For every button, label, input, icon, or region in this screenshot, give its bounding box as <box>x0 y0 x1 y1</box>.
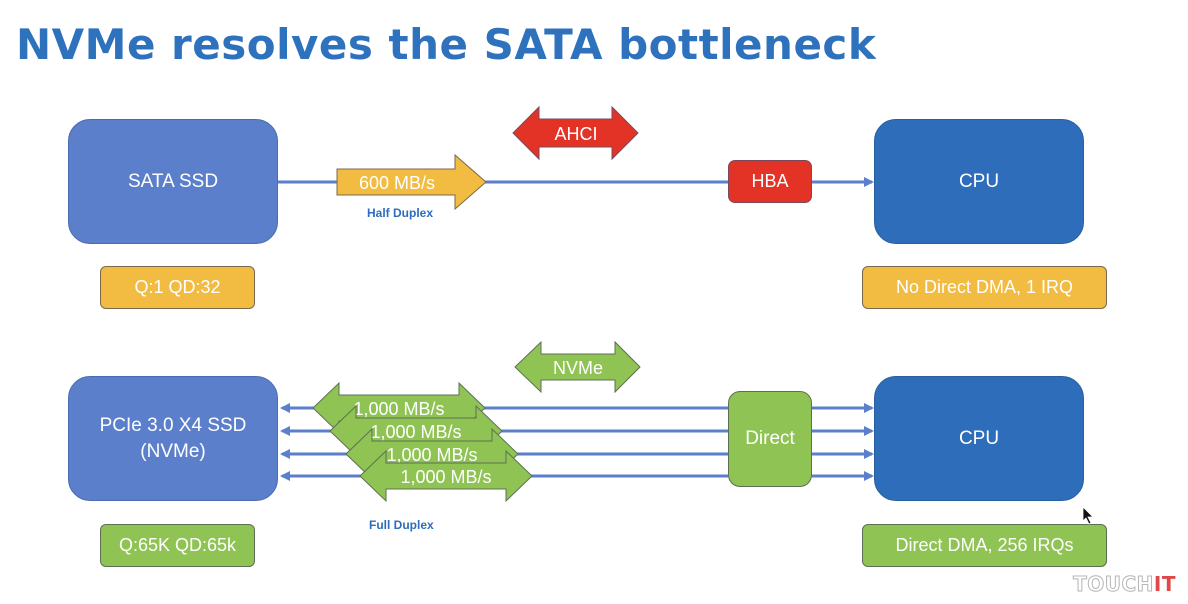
cpu-box-bottom: CPU <box>874 376 1084 501</box>
hba-label: HBA <box>751 171 789 192</box>
sata-ssd-label: SATA SSD <box>127 170 219 192</box>
sata-queue-badge: Q:1 QD:32 <box>100 266 255 309</box>
nvme-protocol-arrow: NVMe <box>514 340 641 394</box>
half-duplex-label: Half Duplex <box>367 206 434 220</box>
cpu-box-top: CPU <box>874 119 1084 244</box>
lane-bandwidth-label: 1,000 MB/s <box>386 445 477 465</box>
cpu-label-top: CPU <box>958 170 1000 192</box>
nvme-ssd-label-line2: (NVMe) <box>140 440 206 462</box>
cpu-dma-badge-top: No Direct DMA, 1 IRQ <box>862 266 1107 309</box>
lane-bandwidth-label: 1,000 MB/s <box>353 399 444 419</box>
hba-box: HBA <box>728 160 812 203</box>
sata-ssd-box: SATA SSD <box>68 119 278 244</box>
nvme-queue-badge: Q:65K QD:65k <box>100 524 255 567</box>
mouse-cursor-icon <box>1082 506 1094 525</box>
sata-bandwidth-label: 600 MB/s <box>359 173 435 193</box>
cpu-dma-badge-bottom: Direct DMA, 256 IRQs <box>862 524 1107 567</box>
cpu-dma-label-bottom: Direct DMA, 256 IRQs <box>895 535 1074 556</box>
nvme-queue-label: Q:65K QD:65k <box>118 535 237 556</box>
lane-arrow-shape <box>359 449 533 503</box>
sata-bandwidth-arrow: 600 MB/s <box>336 153 487 211</box>
direct-box: Direct <box>728 391 812 487</box>
lane-bandwidth-label: 1,000 MB/s <box>370 422 461 442</box>
lane-bandwidth-label: 1,000 MB/s <box>400 467 491 487</box>
ahci-label: AHCI <box>554 124 597 144</box>
full-duplex-label: Full Duplex <box>369 518 434 532</box>
ahci-protocol-arrow: AHCI <box>512 105 639 161</box>
watermark-part1: TOUCH <box>1073 572 1154 597</box>
watermark-logo: TOUCHIT <box>1073 572 1176 597</box>
slide-title: NVMe resolves the SATA bottleneck <box>16 20 877 69</box>
lane-bandwidth-arrows: 1,000 MB/s1,000 MB/s1,000 MB/s1,000 MB/s <box>312 381 533 503</box>
lane-bandwidth-arrow: 1,000 MB/s <box>359 449 533 503</box>
nvme-ssd-box: PCIe 3.0 X4 SSD (NVMe) <box>68 376 278 501</box>
nvme-label: NVMe <box>553 358 603 378</box>
cpu-label-bottom: CPU <box>958 427 1000 449</box>
direct-label: Direct <box>745 428 795 450</box>
watermark-part2: IT <box>1153 572 1176 596</box>
nvme-ssd-label-line1: PCIe 3.0 X4 SSD <box>99 414 247 436</box>
sata-queue-label: Q:1 QD:32 <box>134 277 221 298</box>
cpu-dma-label-top: No Direct DMA, 1 IRQ <box>895 277 1074 298</box>
